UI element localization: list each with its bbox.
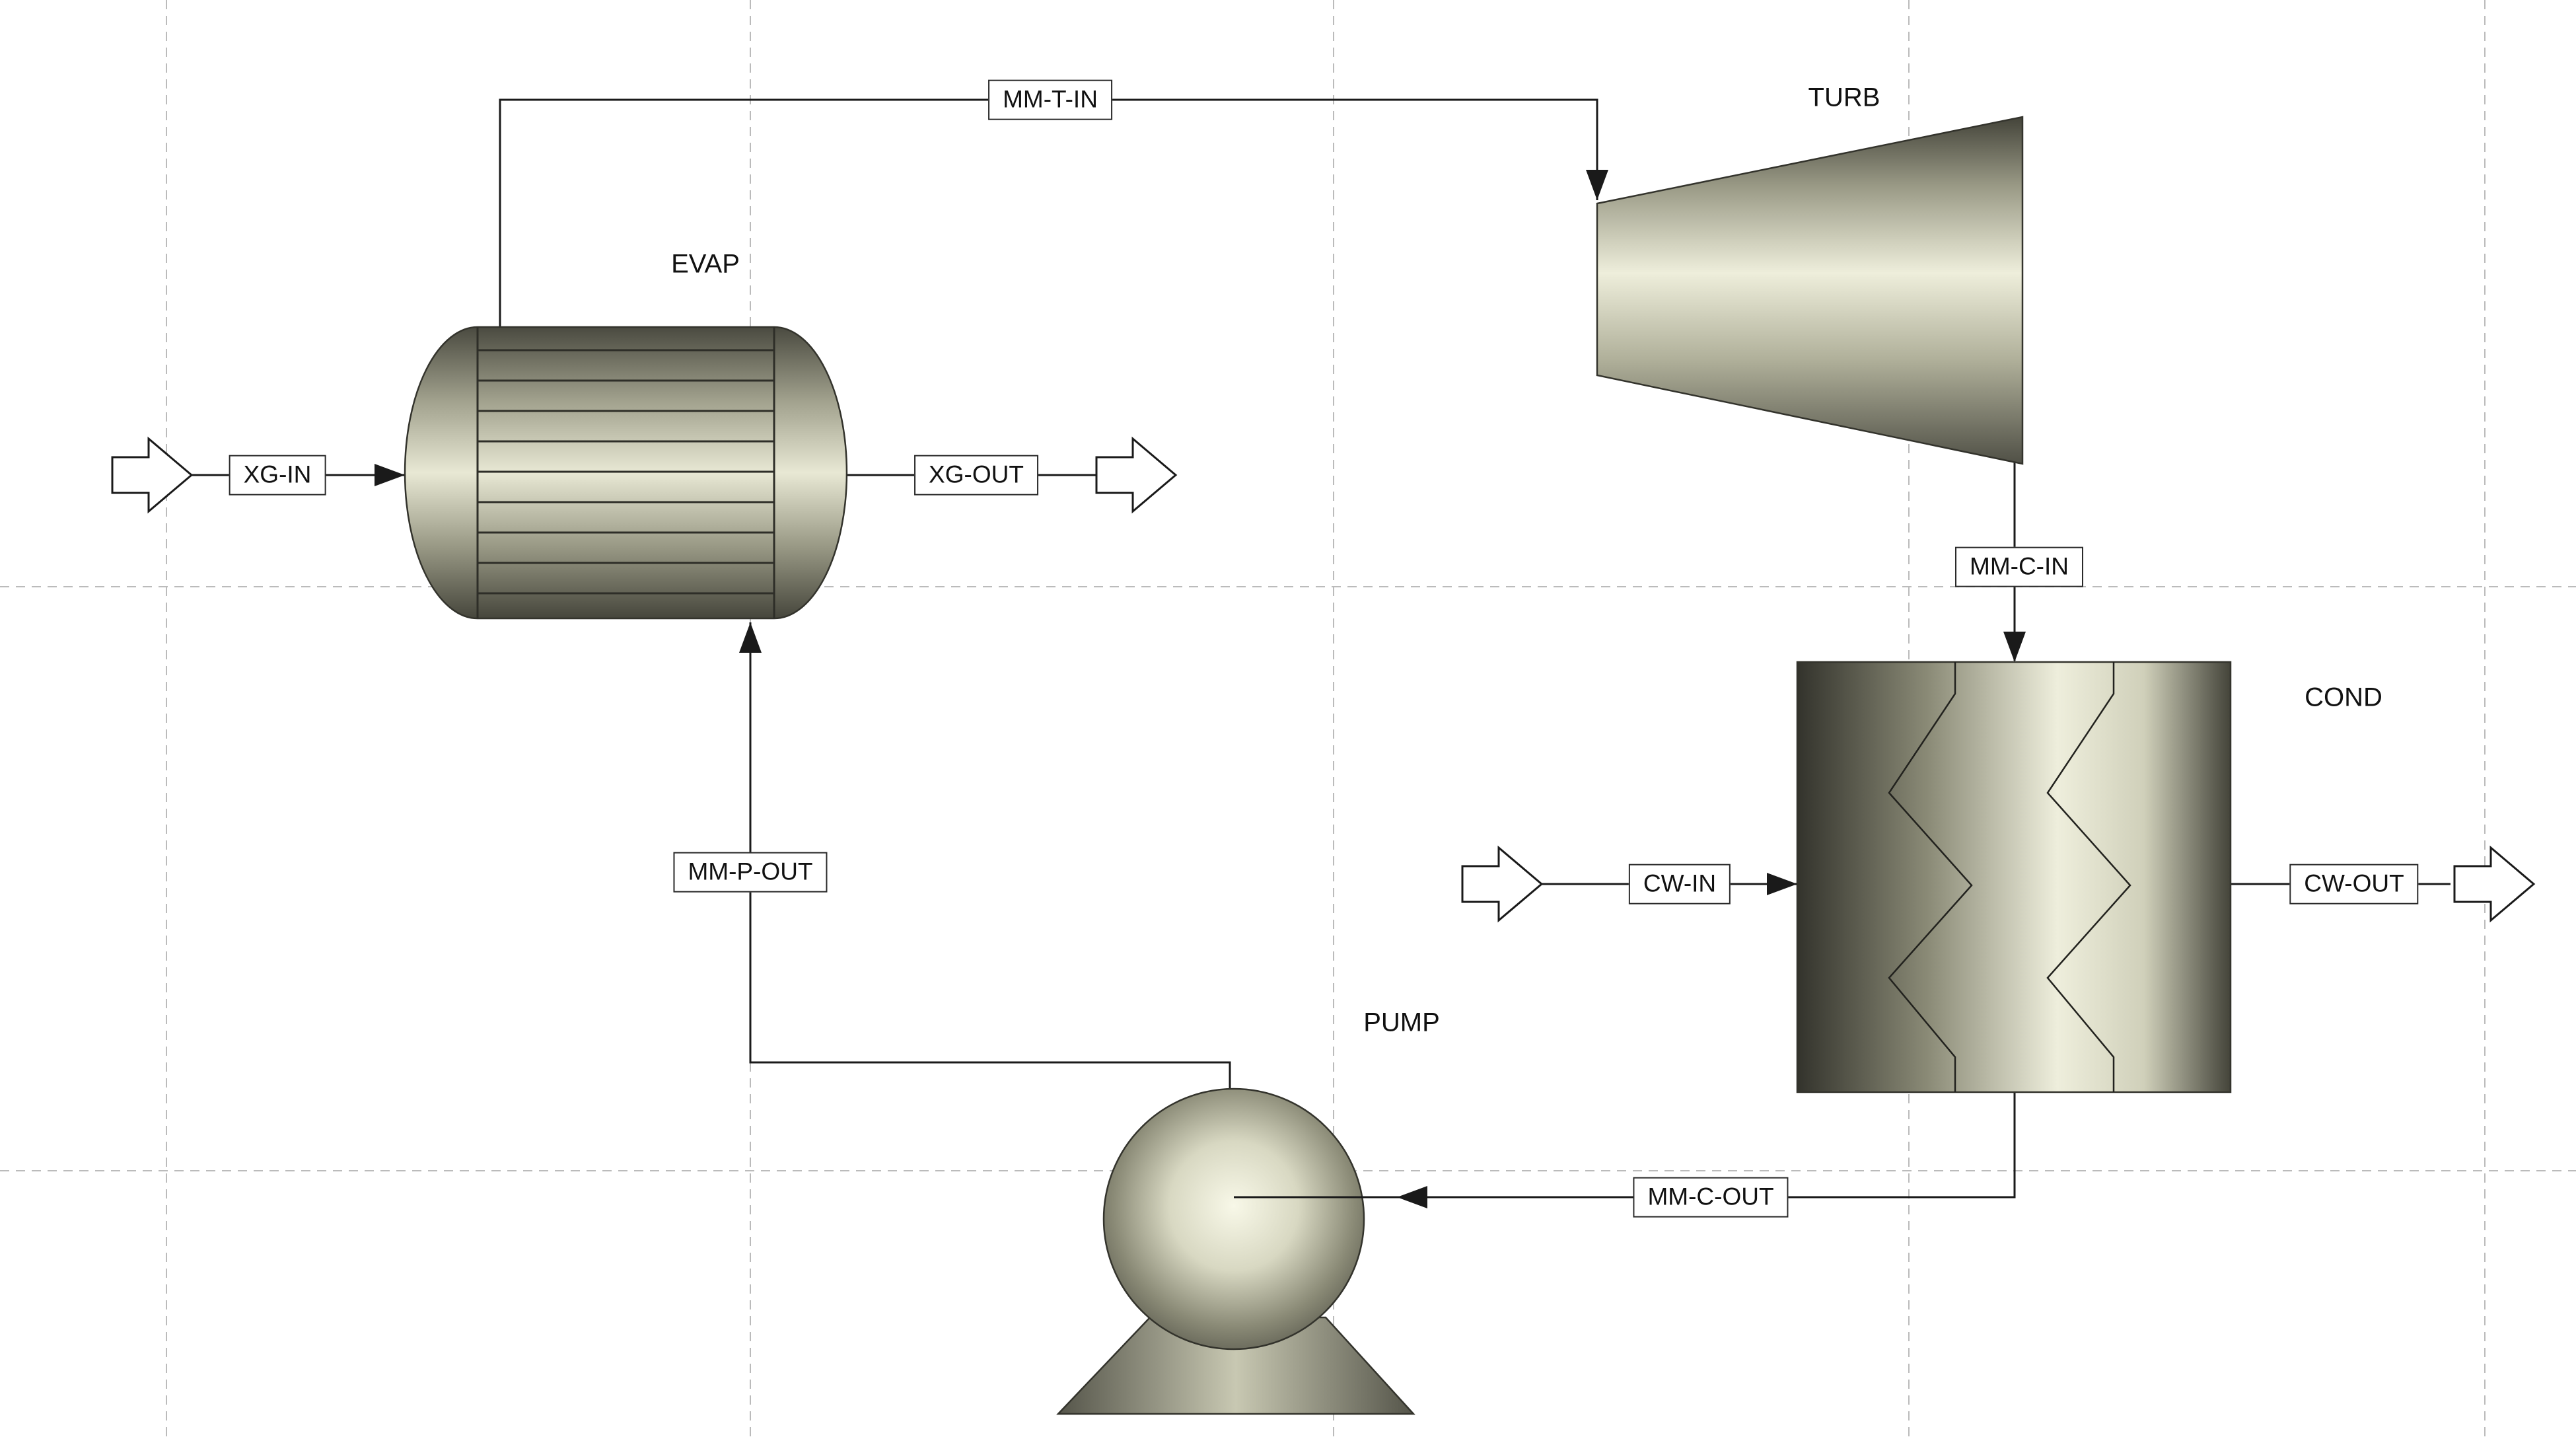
stream-label-mm-c-out[interactable]: MM-C-OUT bbox=[1633, 1177, 1789, 1218]
stream-label-mm-t-in[interactable]: MM-T-IN bbox=[988, 79, 1112, 120]
source-arrow-xg-in[interactable] bbox=[111, 437, 193, 513]
sink-arrow-xg-out[interactable] bbox=[1095, 437, 1177, 513]
stream-label-xg-out[interactable]: XG-OUT bbox=[914, 455, 1038, 496]
cond-coil-left bbox=[1888, 662, 1973, 1092]
cond-coil-right bbox=[2046, 662, 2131, 1092]
block-label-turb[interactable]: TURB bbox=[1808, 83, 1880, 112]
evap-block[interactable] bbox=[404, 326, 848, 620]
stream-label-cw-in[interactable]: CW-IN bbox=[1628, 864, 1731, 904]
stream-line-mm-t-in[interactable] bbox=[499, 98, 1598, 328]
stream-label-mm-p-out[interactable]: MM-P-OUT bbox=[673, 852, 828, 893]
turb-block[interactable] bbox=[1596, 116, 2024, 465]
stream-line-mm-p-out[interactable] bbox=[749, 622, 1231, 1090]
block-label-evap[interactable]: EVAP bbox=[671, 249, 740, 279]
pump-body[interactable] bbox=[1102, 1088, 1365, 1350]
block-label-cond[interactable]: COND bbox=[2305, 683, 2382, 712]
stream-label-mm-c-in[interactable]: MM-C-IN bbox=[1954, 546, 2084, 587]
source-arrow-cw-in[interactable] bbox=[1461, 846, 1543, 922]
stream-label-xg-in[interactable]: XG-IN bbox=[229, 455, 326, 496]
pump-block[interactable] bbox=[1056, 1088, 1415, 1415]
stream-label-cw-out[interactable]: CW-OUT bbox=[2289, 864, 2419, 904]
stream-line-mm-c-out[interactable] bbox=[1234, 1092, 2016, 1199]
cond-block[interactable] bbox=[1796, 661, 2232, 1093]
block-label-pump[interactable]: PUMP bbox=[1363, 1008, 1440, 1037]
sink-arrow-cw-out[interactable] bbox=[2453, 846, 2535, 922]
